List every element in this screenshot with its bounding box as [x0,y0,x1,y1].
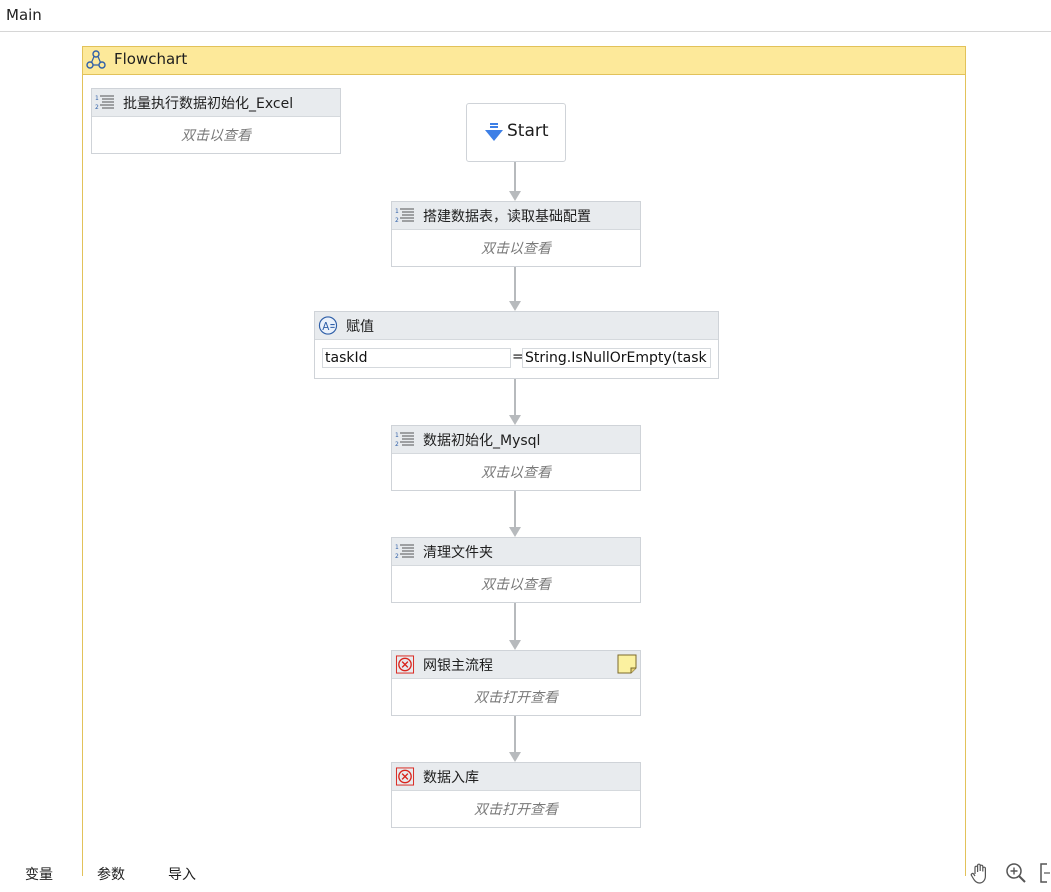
flowchart-icon [86,50,106,69]
tab-imports[interactable]: 导入 [168,867,196,883]
svg-text:1: 1 [395,208,399,215]
designer-title: Main [6,6,42,24]
zoom-in-icon[interactable] [1004,861,1028,885]
start-node[interactable]: Start [466,103,566,162]
flowchart-title: Flowchart [114,50,188,68]
sequence-icon: 1 2 [395,208,414,224]
activity-hint: 双击以查看 [481,577,551,593]
title-divider [0,31,1051,32]
svg-text:2: 2 [395,553,399,560]
bottom-toolbar: 变量 参数 导入 [0,850,1051,892]
assign-activity[interactable]: A 赋值 taskId = String.IsNullOrEmpty(task [314,311,719,379]
assign-row: taskId = String.IsNullOrEmpty(task [315,340,718,376]
start-arrow-icon [485,123,503,141]
sequence-icon: 1 2 [395,432,414,448]
flowchart-header[interactable]: Flowchart [83,47,965,75]
start-label: Start [507,121,549,141]
activity-title: 数据初始化_Mysql [423,433,541,449]
activity-title: 清理文件夹 [423,545,493,561]
activity-clean-folder[interactable]: 1 2 清理文件夹 双击以查看 [391,537,641,603]
error-invoke-icon [395,767,415,786]
activity-init-mysql[interactable]: 1 2 数据初始化_Mysql 双击以查看 [391,425,641,491]
connector [514,715,516,753]
activity-title: 网银主流程 [423,658,493,674]
activity-header: 1 2 清理文件夹 [392,538,640,566]
connector [514,378,516,416]
activity-hint: 双击以查看 [181,128,251,144]
activity-title: 批量执行数据初始化_Excel [123,96,294,112]
fit-to-screen-icon[interactable] [1038,861,1051,885]
activity-title: 搭建数据表，读取基础配置 [423,209,591,225]
connector-arrowhead [509,640,521,650]
activity-batch-excel[interactable]: 1 2 批量执行数据初始化_Excel 双击以查看 [91,88,341,154]
connector-arrowhead [509,415,521,425]
activity-title: 赋值 [346,319,374,335]
activity-data-storage[interactable]: 数据入库 双击打开查看 [391,762,641,828]
svg-text:1: 1 [395,432,399,439]
activity-bank-main-flow[interactable]: 网银主流程 双击打开查看 [391,650,641,716]
activity-title: 数据入库 [423,770,479,786]
connector-arrowhead [509,527,521,537]
activity-header: 数据入库 [392,763,640,791]
connector-arrowhead [509,191,521,201]
assign-to-field[interactable]: taskId [322,348,511,368]
connector-arrowhead [509,301,521,311]
activity-hint: 双击打开查看 [474,802,558,818]
annotation-note-icon[interactable] [617,654,637,674]
svg-text:1: 1 [395,544,399,551]
activity-hint: 双击以查看 [481,465,551,481]
hand-pan-icon[interactable] [968,861,992,885]
activity-header: 1 2 数据初始化_Mysql [392,426,640,454]
sequence-icon: 1 2 [95,95,114,111]
svg-text:2: 2 [95,104,99,111]
tab-variables[interactable]: 变量 [25,867,53,883]
activity-header: 网银主流程 [392,651,640,679]
error-invoke-icon [395,655,415,674]
svg-text:2: 2 [395,441,399,448]
tab-arguments[interactable]: 参数 [97,867,125,883]
activity-header: 1 2 搭建数据表，读取基础配置 [392,202,640,230]
activity-build-tables[interactable]: 1 2 搭建数据表，读取基础配置 双击以查看 [391,201,641,267]
sequence-icon: 1 2 [395,544,414,560]
activity-hint: 双击以查看 [481,241,551,257]
connector-arrowhead [509,752,521,762]
activity-hint: 双击打开查看 [474,690,558,706]
connector [514,162,516,192]
activity-header: A 赋值 [315,312,718,340]
assign-operator: = [512,349,524,365]
svg-text:2: 2 [395,217,399,224]
svg-text:1: 1 [95,95,99,102]
assign-icon: A [318,316,338,335]
connector [514,266,516,302]
activity-header: 1 2 批量执行数据初始化_Excel [92,89,340,117]
svg-text:A: A [322,321,330,333]
connector [514,602,516,641]
assign-value-field[interactable]: String.IsNullOrEmpty(task [522,348,711,368]
connector [514,490,516,528]
